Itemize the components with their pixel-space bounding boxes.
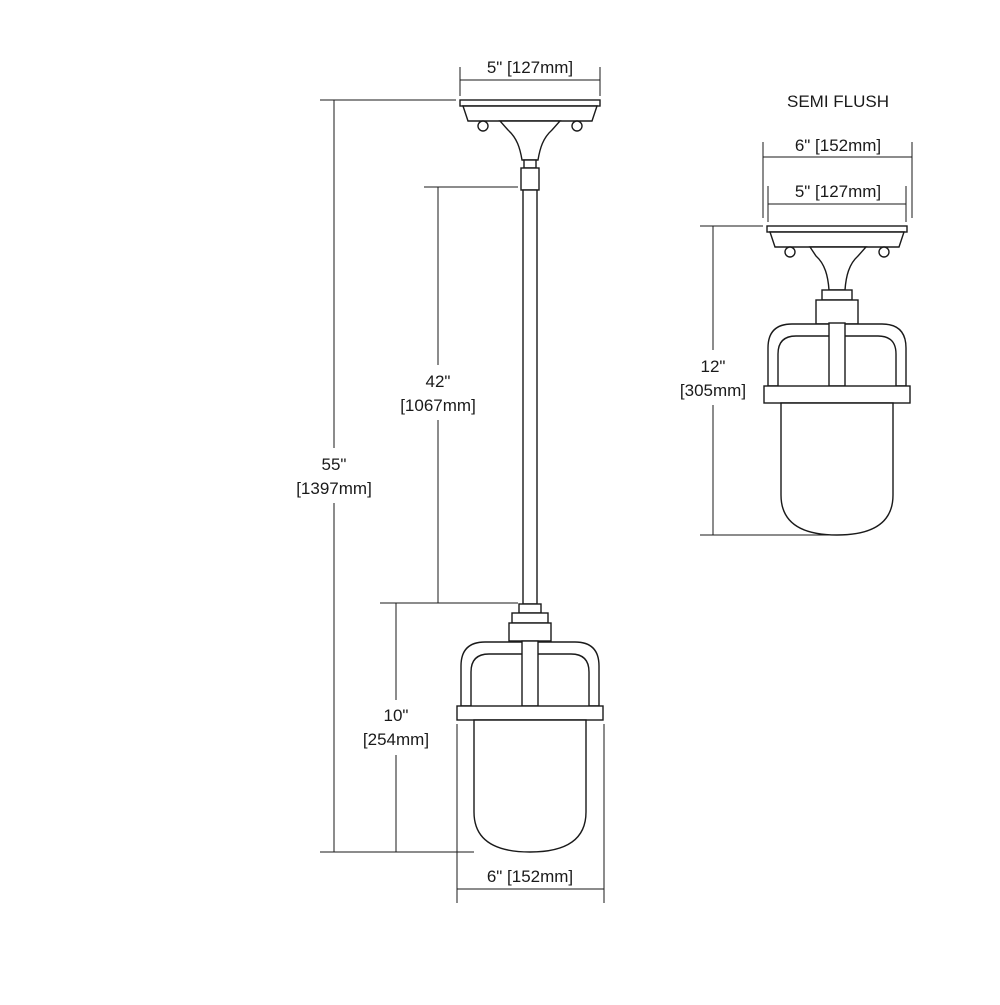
semi-flush-height-in: 12"	[701, 357, 726, 376]
pendant-cage-center-bar	[521, 640, 539, 707]
pendant-overall-height-in: 55"	[322, 455, 347, 474]
semi-flush-fitter-body	[815, 299, 859, 325]
semi-flush-cage-center-bar	[828, 322, 846, 387]
semi-flush-fixture-width-label: 6" [152mm]	[795, 136, 881, 155]
semi-flush-canopy-screw-right	[878, 246, 890, 258]
pendant-stem	[522, 189, 538, 605]
pendant-glass-shade	[473, 719, 587, 853]
pendant-canopy-screw-right	[571, 120, 583, 132]
pendant-swivel	[520, 167, 540, 191]
pendant-dimensions: 5" [127mm] 55" [1397mm] 42" [1067mm] 10"…	[296, 58, 605, 903]
semi-flush-dimensions: 6" [152mm] 5" [127mm] 12" [305mm]	[680, 136, 913, 536]
semi-flush-title: SEMI FLUSH	[787, 92, 889, 111]
pendant-canopy-rim	[459, 99, 601, 107]
pendant-stem-coupler	[518, 603, 542, 614]
pendant-fixture-width-label: 6" [152mm]	[487, 867, 573, 886]
semi-flush-fitter-top	[821, 289, 853, 301]
semi-flush-canopy-plate	[769, 231, 905, 248]
semi-flush-fixture	[763, 225, 911, 536]
semi-flush-canopy-width-label: 5" [127mm]	[795, 182, 881, 201]
semi-flush-glass-shade	[780, 402, 894, 536]
semi-flush-cage-band	[763, 385, 911, 404]
pendant-canopy-nut	[523, 159, 537, 169]
pendant-fitter-body	[508, 622, 552, 642]
semi-flush-canopy-rim	[766, 225, 908, 233]
pendant-fixture	[456, 99, 604, 853]
pendant-stem-length-in: 42"	[426, 372, 451, 391]
pendant-canopy-plate	[462, 105, 598, 122]
semi-flush-height-mm: [305mm]	[680, 381, 746, 400]
pendant-fitter-top	[511, 612, 549, 624]
pendant-canopy-width-label: 5" [127mm]	[487, 58, 573, 77]
pendant-overall-height-mm: [1397mm]	[296, 479, 372, 498]
semi-flush-canopy-screw-left	[784, 246, 796, 258]
pendant-fixture-height-in: 10"	[384, 706, 409, 725]
pendant-cage-band	[456, 705, 604, 721]
pendant-canopy-screw-left	[477, 120, 489, 132]
pendant-stem-length-mm: [1067mm]	[400, 396, 476, 415]
pendant-fixture-height-mm: [254mm]	[363, 730, 429, 749]
semi-flush-neck	[808, 246, 868, 291]
pendant-canopy-neck	[498, 120, 562, 161]
